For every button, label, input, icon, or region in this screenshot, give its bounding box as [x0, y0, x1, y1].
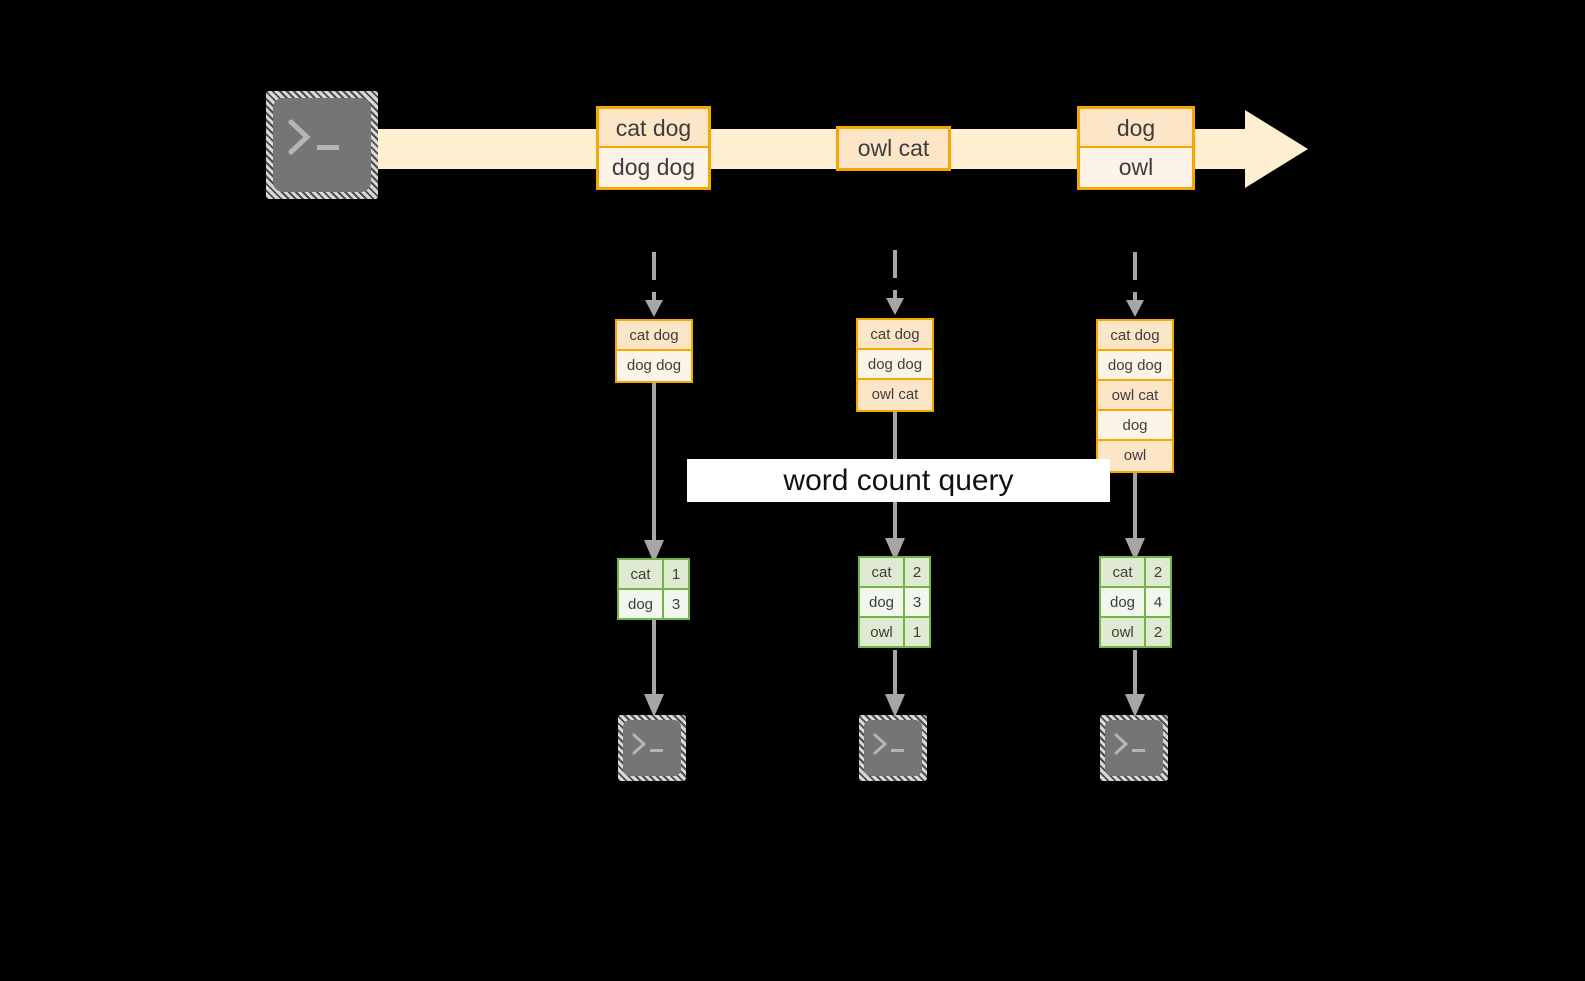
log-line: dog dog — [617, 351, 691, 381]
stream-event-1: cat dog dog dog — [596, 106, 711, 190]
stream-event-line: dog dog — [599, 148, 708, 187]
terminal-prompt-glyph — [623, 720, 681, 776]
table-row: dog 4 — [1100, 587, 1171, 618]
log-line: dog dog — [1098, 351, 1172, 381]
result-table-2: cat 2 dog 3 owl 1 — [858, 556, 931, 648]
log-line: cat dog — [858, 320, 932, 350]
result-word: cat — [618, 559, 664, 590]
stream-event-line: owl cat — [839, 129, 948, 168]
result-table-1: cat 1 dog 3 — [617, 558, 690, 620]
log-snapshot-3: cat dog dog dog owl cat dog owl — [1096, 319, 1174, 473]
log-snapshot-2: cat dog dog dog owl cat — [856, 318, 934, 412]
sink-terminal-icon-2 — [859, 715, 927, 781]
query-label: word count query — [687, 459, 1110, 502]
log-line: cat dog — [617, 321, 691, 351]
result-word: owl — [1100, 617, 1146, 647]
output-arrow-2 — [883, 650, 907, 723]
result-word: dog — [1100, 587, 1146, 618]
result-count: 3 — [904, 587, 930, 618]
result-word: dog — [618, 589, 664, 619]
result-count: 2 — [1145, 617, 1171, 647]
output-arrow-1 — [642, 620, 666, 723]
terminal-screen — [623, 720, 681, 776]
result-count: 2 — [1145, 557, 1171, 588]
log-line: owl cat — [1098, 381, 1172, 411]
log-line: dog — [1098, 411, 1172, 441]
result-word: owl — [859, 617, 905, 647]
table-row: cat 2 — [859, 557, 930, 588]
log-snapshot-1: cat dog dog dog — [615, 319, 693, 383]
terminal-prompt-glyph — [273, 98, 371, 192]
stream-event-line: owl — [1080, 148, 1192, 187]
result-word: cat — [859, 557, 905, 588]
result-count: 3 — [663, 589, 689, 619]
terminal-screen — [273, 98, 371, 192]
terminal-screen — [864, 720, 922, 776]
stream-event-line: cat dog — [599, 109, 708, 148]
result-word: dog — [859, 587, 905, 618]
result-table-3: cat 2 dog 4 owl 2 — [1099, 556, 1172, 648]
table-row: dog 3 — [618, 589, 689, 619]
sink-terminal-icon-1 — [618, 715, 686, 781]
table-row: cat 1 — [618, 559, 689, 590]
result-count: 2 — [904, 557, 930, 588]
dashed-connector-3 — [1122, 252, 1148, 323]
source-terminal-icon — [266, 91, 378, 199]
result-count: 1 — [663, 559, 689, 590]
log-line: cat dog — [1098, 321, 1172, 351]
result-word: cat — [1100, 557, 1146, 588]
dashed-connector-2 — [882, 250, 908, 321]
terminal-prompt-glyph — [864, 720, 922, 776]
stream-event-3: dog owl — [1077, 106, 1195, 190]
terminal-prompt-glyph — [1105, 720, 1163, 776]
query-arrow-1 — [642, 382, 666, 569]
result-count: 1 — [904, 617, 930, 647]
stream-event-line: dog — [1080, 109, 1192, 148]
dashed-connector-1 — [641, 252, 667, 323]
table-row: dog 3 — [859, 587, 930, 618]
sink-terminal-icon-3 — [1100, 715, 1168, 781]
output-arrow-3 — [1123, 650, 1147, 723]
terminal-screen — [1105, 720, 1163, 776]
stream-event-2: owl cat — [836, 126, 951, 171]
result-count: 4 — [1145, 587, 1171, 618]
log-line: owl — [1098, 441, 1172, 471]
table-row: owl 1 — [859, 617, 930, 647]
log-line: dog dog — [858, 350, 932, 380]
table-row: owl 2 — [1100, 617, 1171, 647]
log-line: owl cat — [858, 380, 932, 410]
table-row: cat 2 — [1100, 557, 1171, 588]
query-arrow-3 — [1123, 473, 1147, 567]
